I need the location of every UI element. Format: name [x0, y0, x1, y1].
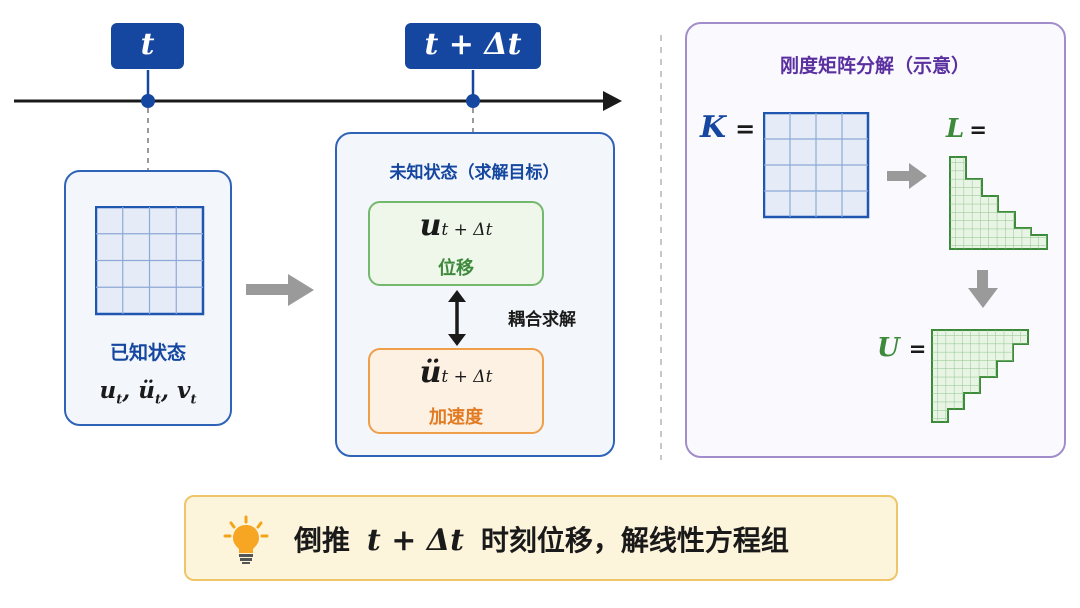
acceleration-symbol: ü	[419, 355, 442, 390]
timeline	[14, 70, 622, 172]
coupled-solve-label: 耦合求解	[508, 310, 576, 330]
displacement-label: 位移	[438, 258, 474, 279]
displacement-symbol: u	[419, 208, 442, 243]
summary-text-prefix: 倒推	[294, 524, 351, 557]
divider	[660, 35, 662, 460]
known-state-title: 已知状态	[109, 342, 186, 364]
unknown-state-title: 未知状态（求解目标）	[389, 163, 560, 183]
lightbulb-icon	[223, 515, 269, 564]
decomposition-box: 刚度矩阵分解（示意） K = L = U =	[685, 22, 1066, 458]
k-matrix-grid	[763, 112, 870, 219]
timeline-point-t	[141, 94, 155, 108]
decomposition-title: 刚度矩阵分解（示意）	[779, 55, 970, 77]
u-label: U =	[877, 333, 927, 363]
summary-text-suffix: 时刻位移，解线性方程组	[480, 524, 789, 557]
summary-banner: 倒推 t + Δt 时刻位移，解线性方程组	[184, 495, 898, 581]
time-label-t-dt: t + Δt	[405, 23, 541, 69]
u-matrix-upper-triangular	[931, 329, 1029, 423]
arrow-k-to-l	[887, 163, 927, 189]
summary-text-math: t + Δt	[366, 523, 464, 558]
l-matrix-lower-triangular	[949, 156, 1048, 250]
arrow-known-to-unknown	[246, 274, 314, 306]
time-label-t: t	[111, 23, 184, 69]
arrow-l-to-u	[968, 270, 998, 308]
acceleration-subscript: t + Δt	[441, 367, 493, 387]
acceleration-box: üt + Δt 加速度	[368, 348, 544, 434]
known-state-box: 已知状态 ut, üt, vt	[64, 170, 232, 426]
l-label: L =	[946, 114, 987, 144]
known-matrix-grid	[95, 206, 205, 316]
summary-text: 倒推 t + Δt 时刻位移，解线性方程组	[294, 519, 789, 559]
timeline-point-t-dt	[466, 94, 480, 108]
displacement-subscript: t + Δt	[441, 220, 493, 240]
displacement-box: ut + Δt 位移	[368, 201, 544, 286]
unknown-state-box: 未知状态（求解目标） ut + Δt 位移 耦合求解 üt + Δt 加速度	[335, 132, 615, 457]
known-state-vars: ut, üt, vt	[99, 377, 197, 408]
k-label: K =	[700, 110, 756, 145]
acceleration-label: 加速度	[429, 407, 483, 428]
coupling-arrow	[448, 290, 466, 346]
